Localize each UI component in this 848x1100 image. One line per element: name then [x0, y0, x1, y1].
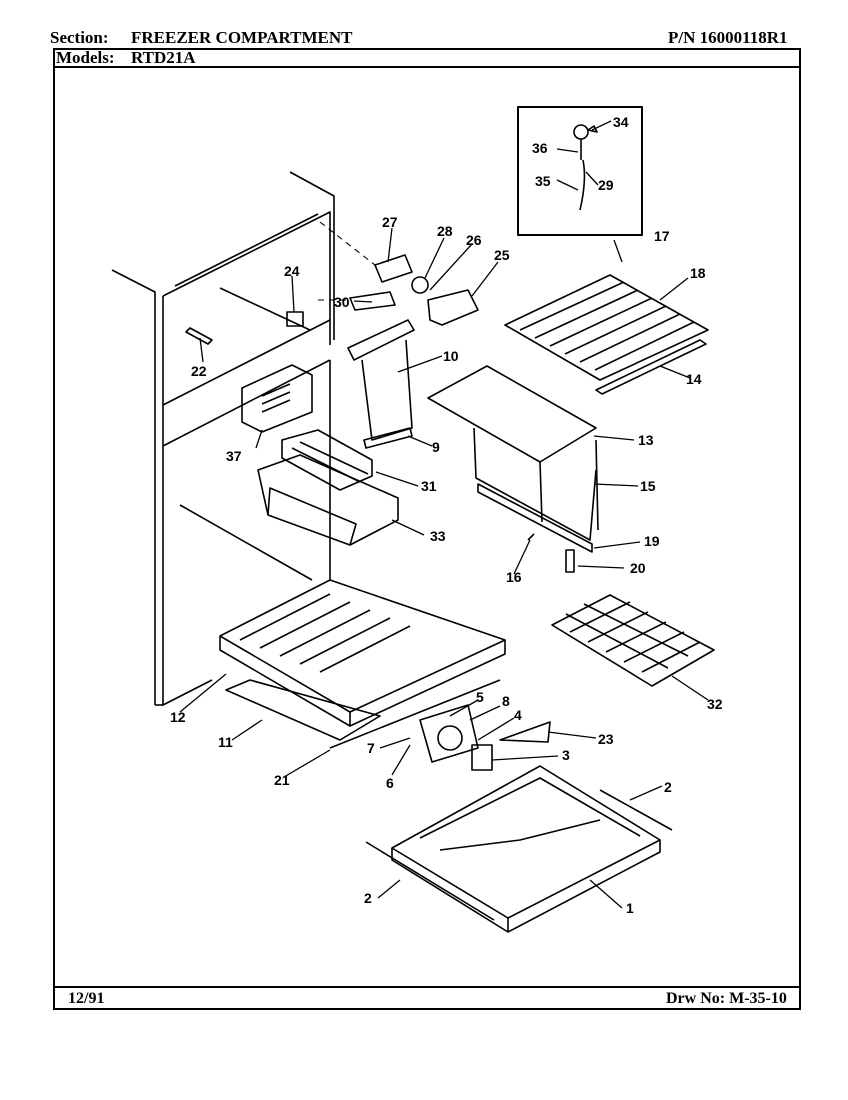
- section-label: Section:: [50, 28, 109, 47]
- callout-31: 31: [421, 478, 437, 494]
- callout-8: 8: [502, 693, 510, 709]
- shelf-12: [219, 579, 506, 727]
- callout-6: 6: [386, 775, 394, 791]
- part-16: [527, 533, 535, 541]
- air-duct-9-10: [347, 319, 415, 449]
- models-value: RTD21A: [131, 48, 196, 67]
- part-20: [565, 549, 575, 573]
- callout-33: 33: [430, 528, 446, 544]
- callout-7: 7: [367, 740, 375, 756]
- inset-box: [517, 106, 643, 236]
- callout-10: 10: [443, 348, 459, 364]
- callout-15: 15: [640, 478, 656, 494]
- footer-rule: [53, 986, 801, 988]
- callout-22: 22: [191, 363, 207, 379]
- callout-13: 13: [638, 432, 654, 448]
- callout-37: 37: [226, 448, 242, 464]
- drawing-number: Drw No: M-35-10: [666, 990, 787, 1007]
- part-11: [225, 679, 381, 741]
- part-2-upper: [599, 789, 673, 831]
- part-30: [349, 291, 396, 311]
- part-27: [374, 254, 413, 283]
- callout-36: 36: [532, 140, 548, 156]
- fan-motor-assembly: [419, 704, 551, 771]
- callout-9: 9: [432, 439, 440, 455]
- part-number: P/N 16000118R1: [668, 28, 788, 47]
- callout-12: 12: [170, 709, 186, 725]
- part-21: [329, 679, 501, 749]
- callout-16: 16: [506, 569, 522, 585]
- callout-32: 32: [707, 696, 723, 712]
- callout-2: 2: [664, 779, 672, 795]
- diagram-frame: [53, 48, 801, 1010]
- callout-27: 27: [382, 214, 398, 230]
- callout-21: 21: [274, 772, 290, 788]
- header-rule: [53, 66, 801, 68]
- section-title: FREEZER COMPARTMENT: [131, 28, 353, 47]
- callout-19: 19: [644, 533, 660, 549]
- callout-25: 25: [494, 247, 510, 263]
- models-label: Models:: [56, 48, 115, 67]
- callout-35: 35: [535, 173, 551, 189]
- callout-4: 4: [514, 707, 522, 723]
- callout-20: 20: [630, 560, 646, 576]
- callout-18: 18: [690, 265, 706, 281]
- callout-5: 5: [476, 689, 484, 705]
- callout-24: 24: [284, 263, 300, 279]
- ice-bin-33: [257, 454, 399, 546]
- callout-1: 1: [626, 900, 634, 916]
- evaporator-cover-13-15: [427, 365, 599, 553]
- freezer-cabinet: [111, 171, 335, 706]
- part-28: [411, 276, 429, 294]
- callout-2-lower: 2: [364, 890, 372, 906]
- callout-34: 34: [613, 114, 629, 130]
- wire-shelf-18: [504, 274, 709, 381]
- ice-maker-37: [241, 364, 313, 433]
- callout-28: 28: [437, 223, 453, 239]
- callout-11: 11: [218, 734, 233, 750]
- callout-30: 30: [334, 294, 350, 310]
- callout-29: 29: [598, 177, 614, 193]
- callout-14: 14: [686, 371, 702, 387]
- base-tray-1: [391, 765, 661, 933]
- part-25: [427, 289, 479, 326]
- callout-17: 17: [654, 228, 670, 244]
- callout-3: 3: [562, 747, 570, 763]
- inset-parts: [573, 124, 598, 211]
- footer-date: 12/91: [68, 990, 105, 1007]
- callout-26: 26: [466, 232, 482, 248]
- part-14: [595, 339, 707, 395]
- part-2-lower: [365, 841, 495, 921]
- ice-grid-32: [551, 594, 715, 687]
- callout-23: 23: [598, 731, 614, 747]
